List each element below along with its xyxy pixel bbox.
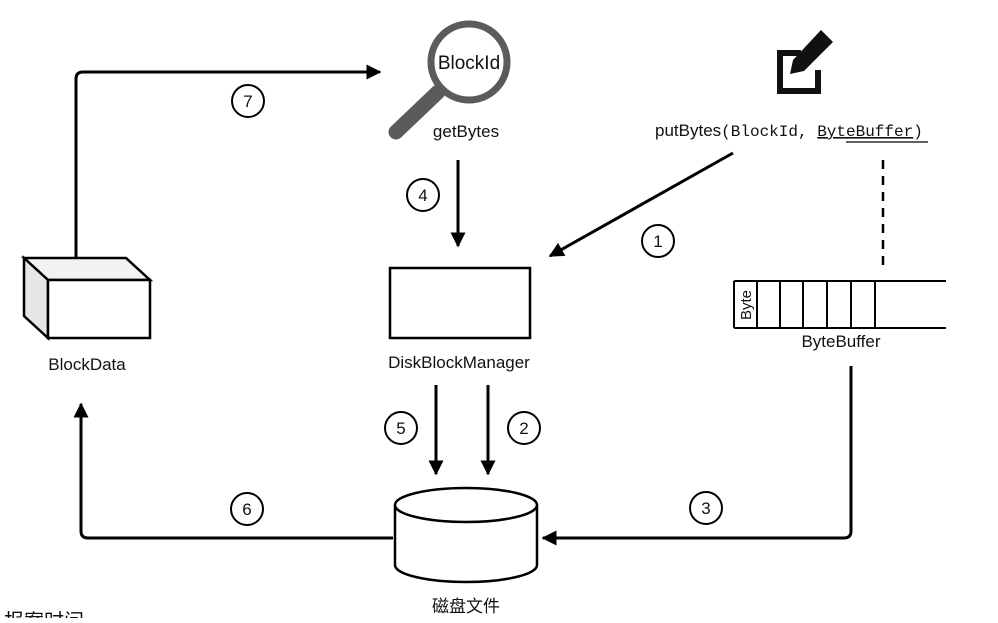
arrow-putbytes-to-manager <box>548 151 734 258</box>
partial-caption: 报案时间 <box>4 610 84 618</box>
byte-buffer-strip <box>733 280 946 329</box>
arrow-bytebuffer-to-disk <box>541 366 853 546</box>
disk-file-label: 磁盘文件 <box>432 597 500 616</box>
step-marker-7: 7 <box>231 84 265 118</box>
step-marker-1: 1 <box>641 224 675 258</box>
magnifier-icon <box>388 20 511 140</box>
step-marker-2: 2 <box>507 411 541 445</box>
step-marker-4: 4 <box>406 178 440 212</box>
signature-open-paren: ( <box>721 123 731 141</box>
signature-close-paren: ) <box>913 123 923 141</box>
step-number-5: 5 <box>396 419 405 438</box>
signature-param-byte-buffer: ByteBuffer <box>817 123 913 141</box>
disk-block-manager-label: DiskBlockManager <box>388 353 530 372</box>
signature-separator: , <box>798 123 817 141</box>
block-data-label: BlockData <box>48 355 126 374</box>
disk-cylinder-icon <box>393 486 539 584</box>
get-bytes-label: getBytes <box>433 122 499 141</box>
arrow-blockdata-to-lookup <box>74 64 382 258</box>
byte-cell-label: Byte <box>738 290 755 320</box>
step-marker-6: 6 <box>230 492 264 526</box>
edit-icon <box>777 30 833 94</box>
disk-block-manager-box <box>388 266 532 340</box>
step-number-7: 7 <box>243 92 252 111</box>
put-bytes-label: putBytes <box>655 121 721 140</box>
lookup-badge-label: BlockId <box>438 53 500 74</box>
step-marker-5: 5 <box>384 411 418 445</box>
step-number-6: 6 <box>242 500 251 519</box>
step-marker-3: 3 <box>689 491 723 525</box>
step-number-2: 2 <box>519 419 528 438</box>
step-number-3: 3 <box>701 499 710 518</box>
arrow-disk-to-blockdata <box>73 402 393 540</box>
step-number-1: 1 <box>653 232 662 251</box>
signature-param-block-id: BlockId <box>731 123 798 141</box>
byte-buffer-label: ByteBuffer <box>801 332 880 351</box>
put-bytes-signature: putBytes(BlockId, ByteBuffer) <box>655 121 923 141</box>
block-data-box <box>20 255 154 341</box>
step-number-4: 4 <box>418 186 427 205</box>
